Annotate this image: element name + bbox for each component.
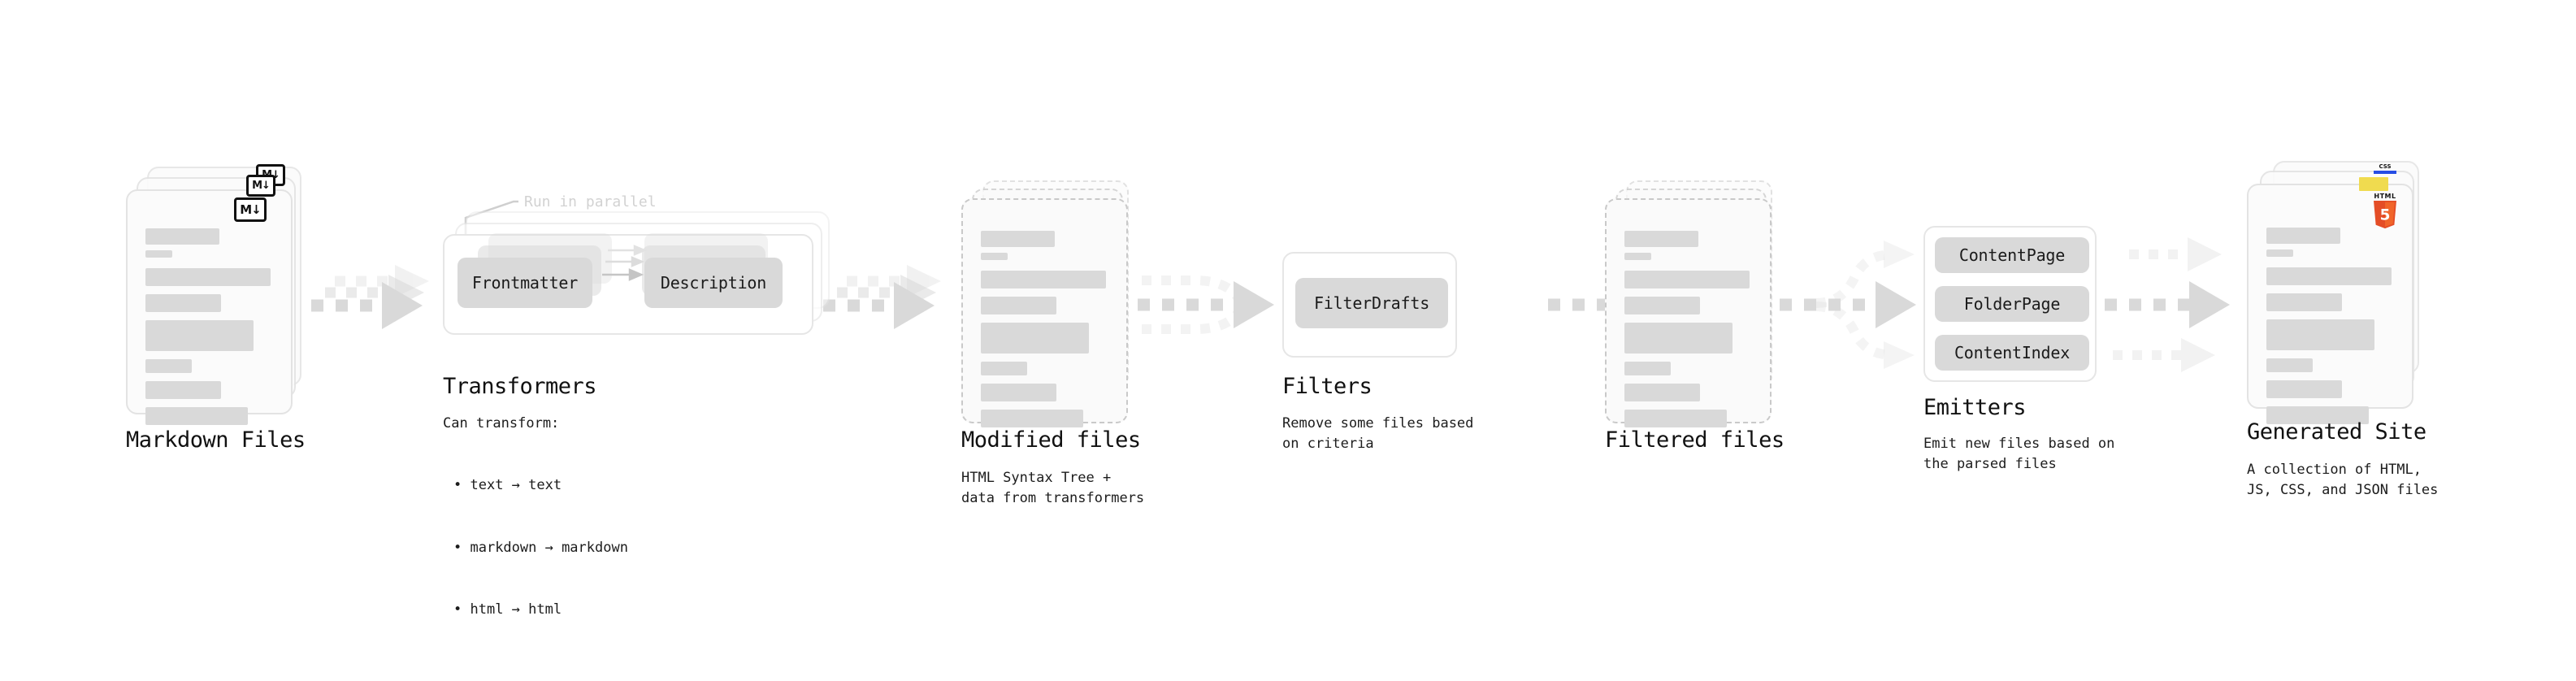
generated-site-subtitle: A collection of HTML, JS, CSS, and JSON …: [2247, 462, 2439, 498]
connector-emitters-to-site: [2105, 237, 2230, 372]
document-card-front: [2247, 184, 2413, 424]
transformers-bullet-item: • html → html: [453, 601, 562, 618]
caption-filters: Filters: [1282, 374, 1373, 399]
html5-badge: HTML 5: [2370, 193, 2400, 229]
caption-emitters: Emitters: [1923, 395, 2027, 420]
skeleton-bar: [1624, 410, 1727, 427]
emitter-chip-folderpage[interactable]: FolderPage: [1935, 286, 2089, 322]
skeleton-bar: [1624, 362, 1671, 375]
filters-subtitle: Remove some files based on criteria: [1282, 415, 1474, 452]
skeleton-bar: [145, 250, 172, 258]
caption-markdown-files: Markdown Files: [126, 427, 306, 453]
skeleton-bar: [981, 410, 1083, 427]
connector-modified-to-filters: [1138, 275, 1274, 334]
emitter-chip-contentpage-label: ContentPage: [1958, 245, 2066, 265]
filter-chip-filterdrafts-label: FilterDrafts: [1313, 293, 1430, 313]
transformers-bullet-label: markdown → markdown: [470, 539, 628, 556]
skeleton-bar: [2266, 406, 2369, 424]
document-card-front: [126, 189, 293, 425]
emitters-subtitle: Emit new files based on the parsed files: [1923, 436, 2115, 472]
css-badge-bar: [2374, 171, 2396, 174]
skeleton-bar: [145, 381, 221, 399]
transformers-bullet-item: • markdown → markdown: [453, 539, 628, 556]
markdown-badge: M↓: [234, 197, 267, 222]
skeleton-bar: [145, 294, 221, 312]
stage-filtered-files: [1605, 180, 1784, 427]
transformers-bullet-item: • text → text: [453, 477, 562, 493]
caption-generated-site: Generated Site: [2247, 419, 2426, 445]
markdown-badge-back-1: M↓: [246, 175, 275, 197]
transformers-bullet-label: html → html: [470, 601, 562, 618]
connector-transformers-to-modified: [823, 265, 941, 329]
transformer-chip-description[interactable]: Description: [644, 258, 783, 308]
skeleton-bar: [981, 297, 1056, 314]
transformer-chip-frontmatter-label: Frontmatter: [471, 273, 579, 293]
stage-generated-site: CSS HTML 5: [2247, 161, 2434, 424]
skeleton-bar: [2266, 380, 2342, 398]
document-card-front: [1605, 198, 1772, 427]
skeleton-bar: [145, 268, 271, 286]
stage-markdown-files: M↓ M↓ M↓: [126, 164, 305, 425]
skeleton-bar: [981, 384, 1056, 401]
skeleton-bar: [145, 407, 248, 425]
skeleton-bar: [2266, 228, 2341, 244]
skeleton-bar: [2266, 358, 2313, 372]
skeleton-bar: [981, 231, 1056, 247]
emitter-chip-folderpage-label: FolderPage: [1963, 294, 2061, 314]
skeleton-bar: [1624, 271, 1750, 288]
skeleton-bar: [1624, 323, 1733, 354]
transformers-bullet-label: text → text: [470, 477, 562, 493]
connector-filtered-to-emitters: [1780, 241, 1916, 369]
document-skeleton: [981, 231, 1108, 427]
skeleton-bar: [1624, 253, 1651, 260]
skeleton-bar: [145, 228, 220, 245]
filter-chip-filterdrafts[interactable]: FilterDrafts: [1295, 278, 1448, 328]
modified-files-subtitle: HTML Syntax Tree + data from transformer…: [961, 470, 1145, 506]
transformers-subtitle: Can transform:: [443, 415, 560, 432]
html5-badge-top-label: HTML: [2374, 193, 2396, 200]
js-badge: [2359, 177, 2388, 191]
css-badge: CSS: [2373, 164, 2397, 176]
skeleton-bar: [981, 362, 1027, 375]
emitter-chip-contentindex-label: ContentIndex: [1954, 343, 2071, 362]
skeleton-bar: [981, 253, 1008, 260]
document-skeleton: [2266, 228, 2394, 424]
transformer-chip-frontmatter[interactable]: Frontmatter: [458, 258, 592, 308]
emitters-group-box: ContentPage FolderPage ContentIndex: [1923, 226, 2097, 382]
emitter-chip-contentindex[interactable]: ContentIndex: [1935, 335, 2089, 371]
transformer-chip-description-label: Description: [660, 273, 767, 293]
skeleton-bar: [145, 359, 192, 373]
transformer-inner-arrows: [602, 245, 648, 281]
caption-transformers: Transformers: [443, 374, 597, 399]
document-skeleton: [145, 228, 273, 425]
transformers-bullet-list: • text → text • markdown → markdown • ht…: [453, 434, 628, 641]
skeleton-bar: [2266, 293, 2342, 311]
skeleton-bar: [2266, 249, 2293, 257]
html5-shield-icon: 5: [2374, 201, 2396, 229]
caption-modified-files: Modified files: [961, 427, 1141, 453]
stage-modified-files: [961, 180, 1140, 427]
connector-md-to-transformers: [311, 265, 429, 329]
skeleton-bar: [2266, 319, 2375, 350]
document-card-front: [961, 198, 1128, 427]
css-badge-label: CSS: [2379, 163, 2392, 170]
run-in-parallel-note: Run in parallel: [524, 193, 657, 210]
document-skeleton: [1624, 231, 1752, 427]
emitter-chip-contentpage[interactable]: ContentPage: [1935, 237, 2089, 273]
skeleton-bar: [981, 271, 1106, 288]
skeleton-bar: [981, 323, 1090, 354]
skeleton-bar: [1624, 231, 1699, 247]
skeleton-bar: [1624, 297, 1700, 314]
skeleton-bar: [1624, 384, 1700, 401]
filters-group-box: FilterDrafts: [1282, 252, 1457, 358]
caption-filtered-files: Filtered files: [1605, 427, 1785, 453]
skeleton-bar: [145, 320, 254, 351]
skeleton-bar: [2266, 267, 2392, 285]
html5-badge-number: 5: [2380, 207, 2391, 224]
